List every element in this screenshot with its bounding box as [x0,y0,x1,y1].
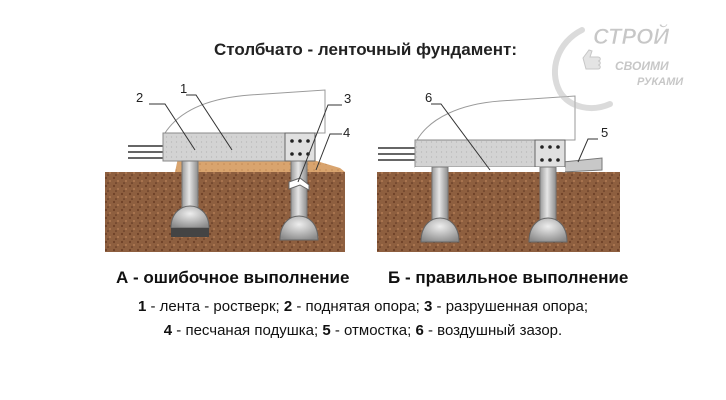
legend-text-2: - поднятая опора; [292,298,425,315]
diagram-a [105,89,345,252]
broken-pillar-foot [279,215,319,241]
soil-b [377,172,620,252]
legend-num-5: 5 [322,322,331,339]
logo-word-1: СТРОЙ [593,23,670,49]
legend-line-1: 1 - лента - ростверк; 2 - поднятая опора… [0,298,726,315]
leader-6 [431,103,491,171]
diagram-b [377,95,620,252]
raised-pillar [181,160,199,210]
pillar-b-left-foot [420,217,460,243]
house-outline-b [416,95,576,141]
legend-text-5: - отмостка; [330,322,416,339]
legend-num-3: 3 [424,298,433,315]
blind-area [562,157,603,173]
legend-num-2: 2 [283,298,293,315]
logo-swoosh [551,27,613,111]
thumbs-up-icon [582,49,601,70]
legend-line-2: 4 - песчаная подушка; 5 - отмостка; 6 - … [0,322,726,339]
beam-section-b [534,139,566,168]
label-2: 2 [136,90,143,105]
caption-b: Б - правильное выполнение [388,268,629,287]
legend-text-6: - воздушный зазор. [423,322,563,339]
logo-word-2: СВОИМИ [615,59,669,73]
legend-num-4: 4 [163,322,173,339]
label-5: 5 [601,125,608,140]
label-1: 1 [180,81,187,96]
legend-text-1: - лента - ростверк; [146,298,284,315]
site-logo: СТРОЙ СВОИМИ РУКАМИ [551,23,684,111]
leader-1 [186,94,233,151]
legend-num-6: 6 [415,322,424,339]
pillar-b-right-foot [528,217,568,243]
legend-num-1: 1 [138,298,147,315]
leader-2 [149,103,196,151]
beam-section-a [284,132,316,162]
leader-5 [577,138,598,163]
raised-pillar-foot [170,205,210,229]
logo-word-3: РУКАМИ [637,76,684,88]
label-4: 4 [343,125,350,140]
label-6: 6 [425,90,432,105]
house-outline-a [164,89,326,134]
diagram-title: Столбчато - ленточный фундамент: [214,40,518,59]
legend-text-3: - разрушенная опора; [432,298,588,315]
label-3: 3 [344,91,351,106]
leader-3 [297,104,342,183]
void-under-foot [171,228,209,237]
leader-4 [315,133,342,171]
legend-text-4: - песчаная подушка; [172,322,323,339]
caption-a: А - ошибочное выполнение [116,268,350,287]
